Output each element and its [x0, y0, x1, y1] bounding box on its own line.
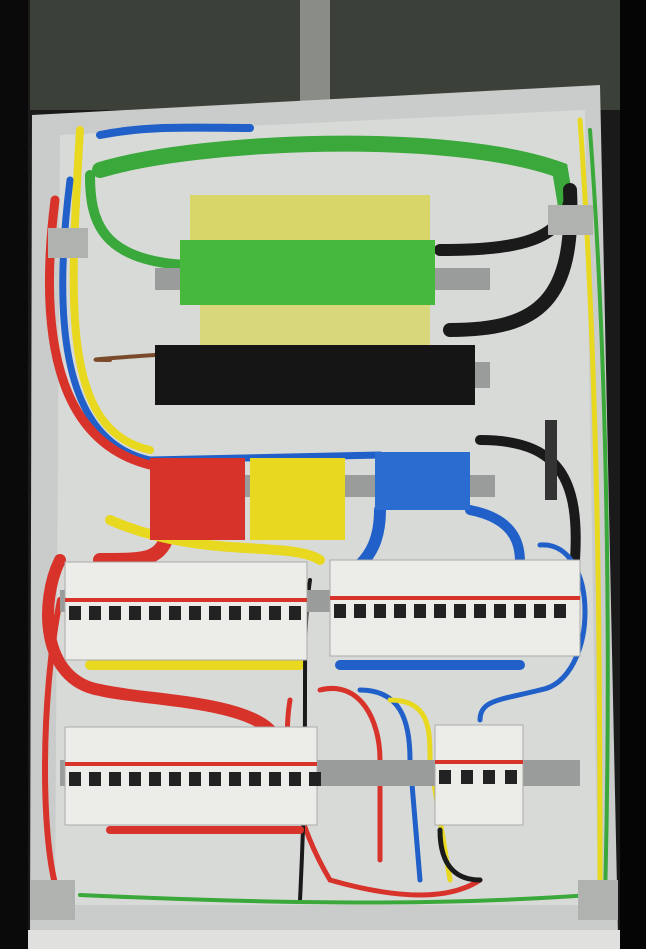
- breaker-toggle: [169, 772, 181, 786]
- breaker-toggle: [289, 606, 301, 620]
- breaker-toggle: [483, 770, 495, 784]
- breaker-toggle: [374, 604, 386, 618]
- breaker-toggle: [229, 772, 241, 786]
- breaker-toggle: [434, 604, 446, 618]
- breaker-toggle: [189, 772, 201, 786]
- breaker-toggle: [289, 772, 301, 786]
- black-terminal-block: [155, 345, 475, 405]
- breaker-toggle: [209, 606, 221, 620]
- breaker-toggle: [439, 770, 451, 784]
- breaker-toggle: [494, 604, 506, 618]
- breaker-toggle: [129, 772, 141, 786]
- breaker-toggle: [354, 604, 366, 618]
- breaker-toggle: [505, 770, 517, 784]
- breaker-toggle: [69, 606, 81, 620]
- breaker-toggle: [109, 772, 121, 786]
- mounting-brackets: [30, 205, 618, 920]
- breaker-toggle: [309, 772, 321, 786]
- breaker-toggle: [149, 606, 161, 620]
- breaker-toggle: [249, 606, 261, 620]
- breaker-toggle: [474, 604, 486, 618]
- breaker-toggle: [189, 606, 201, 620]
- breaker-toggle: [129, 606, 141, 620]
- breaker-toggle: [269, 772, 281, 786]
- breaker-toggle: [534, 604, 546, 618]
- breaker-toggle: [269, 606, 281, 620]
- breaker-toggle: [414, 604, 426, 618]
- busbar: [545, 420, 557, 500]
- breaker-toggle: [149, 772, 161, 786]
- breaker-toggle: [209, 772, 221, 786]
- green-terminal-block: [180, 240, 435, 305]
- blue-terminal-block: [375, 452, 470, 510]
- breaker-toggle: [514, 604, 526, 618]
- breaker-toggle: [394, 604, 406, 618]
- breaker-toggle: [169, 606, 181, 620]
- breaker-toggle: [334, 604, 346, 618]
- breaker-toggle: [461, 770, 473, 784]
- breaker-toggle: [89, 606, 101, 620]
- yellow-terminal-block: [250, 458, 345, 540]
- red-terminal-block: [150, 458, 245, 540]
- breaker-toggle: [69, 772, 81, 786]
- breaker-toggle: [554, 604, 566, 618]
- breaker-toggle: [89, 772, 101, 786]
- breaker-toggle: [229, 606, 241, 620]
- breaker-toggle: [249, 772, 261, 786]
- breaker-toggle: [454, 604, 466, 618]
- breaker-toggle: [109, 606, 121, 620]
